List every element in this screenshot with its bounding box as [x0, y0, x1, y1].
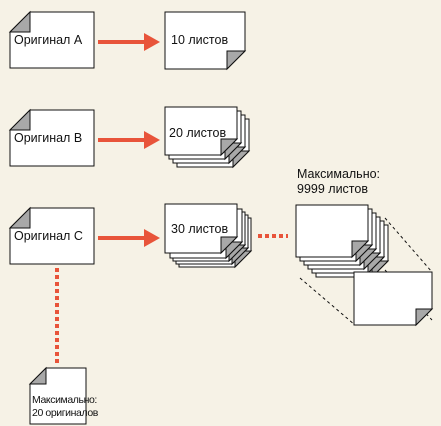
copies-c-sheet-4	[164, 203, 239, 255]
copies-a-label: 10 листов	[171, 33, 229, 47]
arrow-b	[98, 131, 160, 149]
guide-line-1	[384, 217, 433, 273]
copies-b-sheet-3	[164, 106, 239, 157]
arrow-c	[98, 229, 160, 247]
max-originals-line2: 20 оригиналов	[32, 407, 98, 419]
max-sheets-line1: Максимально:	[297, 167, 381, 181]
arrow-a	[98, 33, 160, 51]
original-a-document	[8, 10, 95, 69]
copies-c-label: 30 листов	[171, 222, 229, 236]
guide-line-2	[299, 277, 356, 326]
max-originals-line1: Максимально:	[32, 394, 97, 406]
max-stack-sheet-5	[295, 204, 370, 259]
original-c-label: Оригинал C	[14, 229, 83, 243]
max-stack-bottom-sheet	[353, 271, 434, 327]
original-a-label: Оригинал A	[14, 33, 83, 47]
max-originals-document	[28, 366, 87, 425]
original-b-label: Оригинал B	[14, 131, 83, 145]
original-b-document	[8, 108, 95, 167]
copies-b-label: 20 листов	[169, 126, 227, 140]
max-sheets-stack	[295, 204, 434, 327]
original-c-document	[8, 206, 95, 265]
copies-a-document	[164, 11, 247, 71]
max-sheets-line2: 9999 листов	[297, 182, 368, 196]
